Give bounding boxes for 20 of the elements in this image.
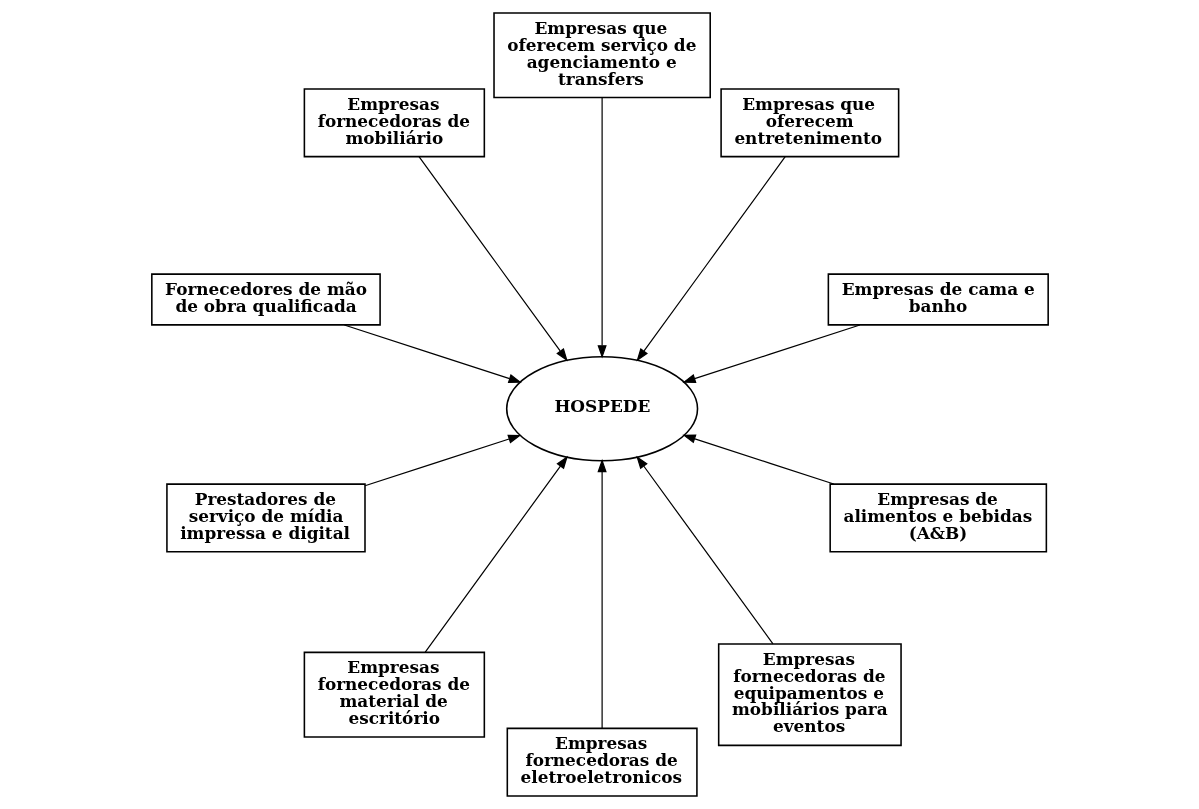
arrow [424, 455, 568, 653]
node-box: Empresas fornecedoras de material de escritório [303, 651, 485, 738]
node-box: Empresas que oferecem entretenimento [719, 88, 899, 158]
node-box: Empresas fornecedoras de equipamentos e mobiliários para eventos [717, 643, 902, 747]
arrow [681, 434, 834, 485]
node-box: Empresas que oferecem serviço de agenciamento e transfers [492, 12, 711, 99]
node-box: Prestadores de serviço de mídia impressa e digital [165, 483, 366, 553]
node-box: Fornecedores de mão de obra qualificada [150, 273, 381, 326]
arrow [363, 434, 521, 487]
arrow [681, 324, 860, 383]
node-box: Empresas fornecedoras de eletroeletronicos [506, 727, 698, 797]
node-box: Empresas de cama e banho [827, 273, 1049, 326]
arrow [596, 96, 607, 359]
arrow [596, 458, 607, 729]
arrow [635, 156, 786, 362]
arrow [343, 324, 522, 383]
node-box: Empresas de alimentos e bebidas (A&B) [828, 483, 1047, 553]
arrow [635, 455, 774, 645]
node-box: Empresas fornecedoras de mobiliário [303, 88, 485, 158]
arrow [417, 156, 568, 362]
